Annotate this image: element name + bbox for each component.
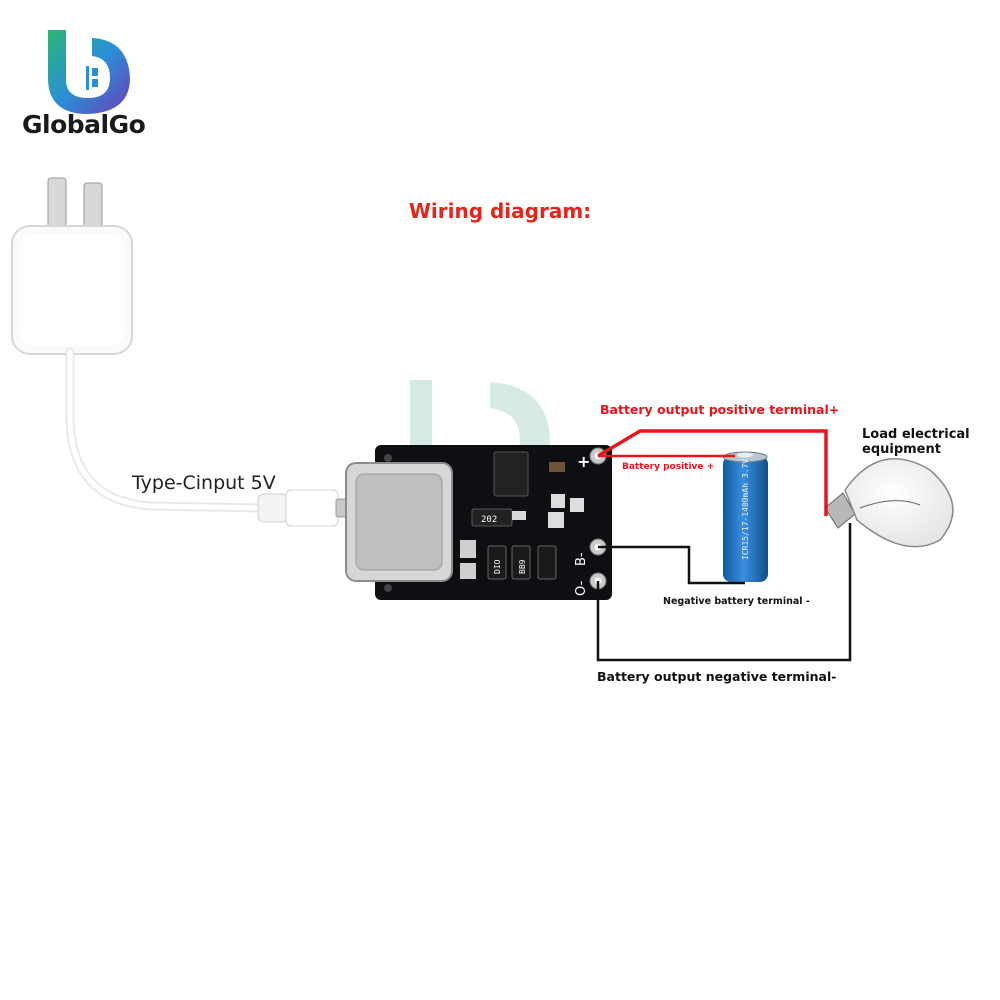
usb-c-cable	[65, 347, 351, 527]
globalgo-logo-icon	[48, 30, 130, 114]
battery-positive-label: Battery positive +	[622, 462, 715, 472]
brand-name: GlobalGo	[22, 110, 146, 139]
chip-label-2: DIO	[493, 559, 502, 574]
chip-label-3: BB9	[518, 559, 527, 574]
positive-output-wire	[597, 429, 828, 516]
load-label: Load electrical equipment	[862, 427, 970, 457]
pin-plus-label: +	[577, 452, 590, 471]
usb-charger-icon	[11, 177, 133, 355]
battery-negative-wire	[598, 545, 745, 585]
light-bulb-icon	[824, 458, 954, 548]
pin-b-minus-label: B-	[574, 552, 589, 566]
input-label: Type-Cinput 5V	[132, 472, 276, 494]
battery-icon	[722, 451, 768, 582]
battery-output-positive-label: Battery output positive terminal+	[600, 402, 840, 417]
pin-o-minus-label: O-	[574, 580, 589, 596]
negative-battery-label: Negative battery terminal -	[663, 596, 810, 607]
battery-output-negative-label: Battery output negative terminal-	[597, 669, 837, 684]
negative-output-wire	[596, 523, 852, 662]
charging-module-board	[345, 445, 612, 600]
battery-print-text: ICR15/17-1400mAh 3.7V	[741, 459, 750, 560]
page-title: Wiring diagram:	[408, 199, 592, 223]
chip-label-1: 202	[481, 515, 497, 525]
